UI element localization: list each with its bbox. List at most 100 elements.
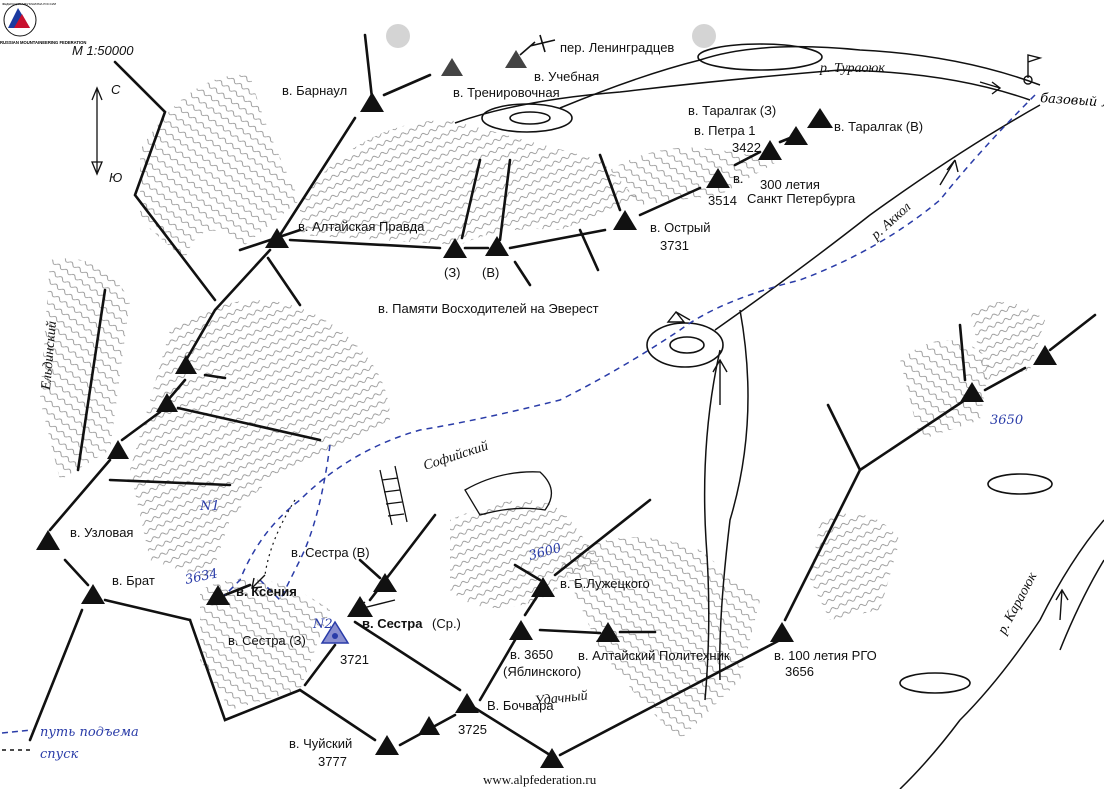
peak-ostry-icon bbox=[613, 210, 637, 230]
legend: путь подъема спуск bbox=[1, 725, 139, 762]
peak-markers bbox=[36, 50, 1057, 768]
ascent-route bbox=[224, 94, 1036, 602]
river-akkol-bank-3 bbox=[703, 349, 721, 701]
ridge-sestra-south bbox=[353, 620, 462, 692]
ridge-uzlovaya-east bbox=[108, 478, 232, 487]
ridge-rgo-north bbox=[783, 468, 862, 622]
ridge-ostry-south bbox=[578, 228, 600, 272]
label-300-v: в. bbox=[733, 171, 744, 186]
label-300-name3: Санкт Петербурга bbox=[747, 191, 856, 206]
glacier-zone-far-right-top bbox=[970, 302, 1045, 380]
peak-right2-icon bbox=[1033, 345, 1057, 365]
peak-sestra-sr-icon bbox=[347, 596, 373, 617]
glacier-zone-top-right bbox=[610, 147, 780, 205]
lake-upper-right bbox=[697, 43, 823, 71]
glacier-zone-bottom-left bbox=[200, 578, 330, 710]
glacier-zone-left bbox=[40, 258, 130, 480]
ridge-pravda-south bbox=[266, 256, 302, 307]
glacier-zones bbox=[40, 74, 1045, 740]
peak-taralgak-z-icon bbox=[784, 126, 808, 145]
ridge-upper-left bbox=[113, 60, 217, 302]
peak-uchebnaya-icon bbox=[505, 50, 527, 68]
glacier-zone-lower-right bbox=[810, 513, 900, 620]
ridge-pamyati-north bbox=[460, 158, 482, 240]
river-karaoyuk-2 bbox=[1059, 559, 1104, 651]
peak-luzh-icon bbox=[531, 577, 555, 597]
ridge-ksenia-sestra bbox=[223, 583, 252, 597]
ridge-rgo-fork bbox=[826, 403, 862, 472]
label-300-height: 3514 bbox=[708, 193, 737, 208]
label-petra1: в. Петра 1 bbox=[694, 123, 756, 138]
label-base-camp: базовый лагерь bbox=[1040, 91, 1104, 113]
peak-chuisky-icon bbox=[375, 735, 399, 755]
label-altai-politekhnik: в. Алтайский Политехник bbox=[578, 648, 730, 663]
ridge-left-west bbox=[76, 288, 107, 472]
label-pamyati-v: (В) bbox=[482, 265, 499, 280]
label-sestra-sr-suffix: (Ср.) bbox=[432, 616, 461, 631]
arrow-ksenia bbox=[251, 574, 266, 589]
peak-3650-icon bbox=[509, 620, 533, 640]
peak-barnaul-icon bbox=[360, 92, 384, 112]
peak-pravda-icon bbox=[265, 228, 289, 248]
tent-icon bbox=[666, 310, 691, 323]
peak-ksenia-icon bbox=[206, 585, 230, 605]
ridge-rgo-south bbox=[558, 638, 782, 757]
label-luzhetskogo: в. Б.Лужецкого bbox=[560, 576, 650, 591]
descent-route bbox=[264, 499, 296, 576]
ridge-chuisky-west bbox=[298, 688, 377, 742]
river-turaoyuk-south bbox=[454, 69, 1031, 124]
compass-north: С bbox=[111, 82, 121, 97]
glacier-tongue bbox=[464, 471, 552, 516]
ridge-sestra-z-link bbox=[303, 643, 337, 687]
label-trenirovochnaya: в. Тренировочная bbox=[453, 85, 560, 100]
label-bochvara: В. Бочвара bbox=[487, 698, 554, 713]
lake-upper-center-inner bbox=[509, 111, 551, 125]
peak-trenir-icon bbox=[441, 58, 463, 76]
legend-descent: спуск bbox=[40, 747, 78, 762]
glacier-zone-ridge-middle bbox=[300, 120, 640, 245]
label-uzlovaya: в. Узловая bbox=[70, 525, 133, 540]
peak-left2-icon bbox=[156, 393, 178, 412]
lake-akkol-inner bbox=[669, 336, 705, 354]
peak-brat-icon bbox=[81, 584, 105, 604]
hand-n2: N2 bbox=[312, 617, 333, 632]
camp-flag-icon bbox=[1023, 54, 1043, 85]
label-pamyati-z: (З) bbox=[444, 265, 461, 280]
ridge-ostry-north bbox=[598, 153, 622, 212]
label-sestra-v: в. Сестра (В) bbox=[291, 545, 370, 560]
peak-sestra-v-icon bbox=[373, 573, 397, 592]
ridge-left-arm bbox=[166, 378, 187, 402]
label-sestra-sr-height: 3721 bbox=[340, 652, 369, 667]
river-karaoyuk bbox=[899, 519, 1104, 789]
lake-akkol bbox=[646, 322, 724, 368]
ridge-left-arm3 bbox=[176, 406, 322, 442]
peak-taralgak-v-icon bbox=[807, 108, 833, 128]
peak-left3-icon bbox=[107, 440, 129, 459]
label-100-rgo-height: 3656 bbox=[785, 664, 814, 679]
moraine-ladder bbox=[379, 465, 408, 526]
label-chuisky-height: 3777 bbox=[318, 754, 347, 769]
label-pamyati: в. Памяти Восходителей на Эверест bbox=[378, 301, 599, 316]
arrow-akkol bbox=[939, 159, 959, 186]
peak-300-icon bbox=[706, 168, 730, 188]
label-chuisky: в. Чуйский bbox=[289, 736, 352, 751]
compass bbox=[91, 86, 103, 176]
logo-arc-text: ФЕДЕРАЦИЯ АЛЬПИНИЗМА РОССИИ bbox=[2, 2, 56, 6]
peak-labels: в. Барнаул в. Тренировочная в. Учебная в… bbox=[70, 40, 923, 769]
ridge-barnaul-trenir bbox=[382, 73, 432, 97]
hand-3650: 3650 bbox=[990, 413, 1023, 428]
peak-pamyati-z-icon bbox=[443, 238, 467, 258]
label-glacier-sofiysky: Софийский bbox=[422, 439, 490, 474]
peak-bochvara-icon bbox=[455, 693, 479, 713]
label-river-akkol: р. Аккол bbox=[868, 200, 914, 244]
river-akkol-bank-2 bbox=[718, 309, 749, 681]
summit-n2-marker bbox=[320, 620, 350, 644]
ridge-pamyati-ostry bbox=[508, 228, 607, 250]
ridge-left-arm4 bbox=[120, 410, 162, 442]
arrow-karaoyuk bbox=[1055, 588, 1069, 621]
label-altaiskaya-pravda: в. Алтайская Правда bbox=[298, 219, 425, 234]
ridge-3650-politekh bbox=[538, 628, 602, 635]
legend-ascent: путь подъема bbox=[40, 725, 139, 740]
river-turaoyuk-north bbox=[559, 45, 1041, 109]
label-river-karaoyuk: р. Караоюк bbox=[995, 570, 1041, 638]
